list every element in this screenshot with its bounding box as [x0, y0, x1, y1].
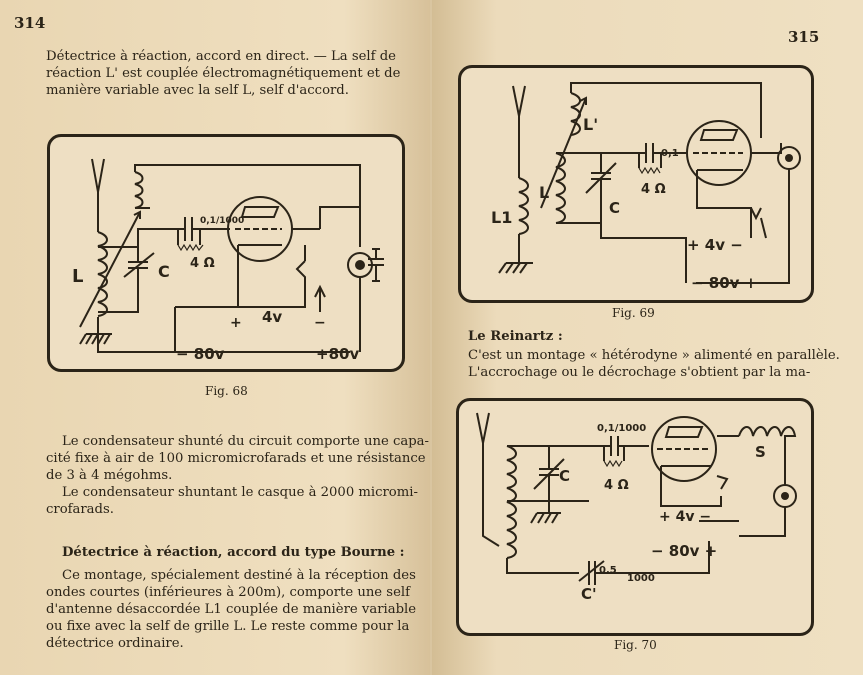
left-page: 314 Détectrice à réaction, accord en dir… [0, 0, 430, 675]
bourne-line-2: ondes courtes (inférieures à 200m), comp… [46, 585, 410, 600]
cond-line-1: Le condensateur shunté du circuit compor… [62, 434, 430, 449]
reinartz-heading: Le Reinartz : [468, 329, 563, 344]
fig69-caption: Fig. 69 [612, 306, 655, 320]
bourne-paragraph: Ce montage, spécialement destiné à la ré… [46, 567, 417, 652]
page-number-right: 315 [788, 28, 820, 46]
reinartz-paragraph: C'est un montage « hétérodyne » alimenté… [468, 347, 840, 381]
intro-line-3: manière variable avec la self L, self d'… [46, 83, 349, 98]
casque-paragraph: Le condensateur shuntant le casque à 200… [46, 484, 418, 518]
bourne-line-4: ou fixe avec la self de grille L. Le res… [46, 619, 410, 634]
fig68-circuit-diagram: L C 0,1/1000 4 Ω 4v + − − 80v +80v [47, 134, 405, 372]
bourne-line-5: détectrice ordinaire. [46, 636, 184, 651]
condensateur-paragraph: Le condensateur shunté du circuit compor… [46, 433, 430, 484]
reinartz-line-1: C'est un montage « hétérodyne » alimenté… [468, 348, 840, 363]
bourne-line-3: d'antenne désaccordée L1 couplée de mani… [46, 602, 417, 617]
intro-line-2: réaction L' est couplée électromagnétiqu… [46, 66, 401, 81]
fig69-circuit-diagram: L1 L L' C 0,1 4 Ω + 4v − − 80v + [458, 65, 814, 303]
fig70-circuit-diagram: C 0,1/1000 4 Ω S + 4v − − 80v + C' 0.5 1… [456, 398, 814, 636]
intro-line-1: Détectrice à réaction, accord en direct.… [46, 49, 396, 64]
page-number-left: 314 [14, 14, 46, 32]
casque-line-2: crofarads. [46, 502, 114, 517]
reinartz-line-2: L'accrochage ou le décrochage s'obtient … [468, 365, 811, 380]
right-page: 315 L1 L L' C [432, 0, 863, 675]
fig68-caption: Fig. 68 [205, 384, 248, 398]
fig70-caption: Fig. 70 [614, 638, 657, 652]
intro-paragraph: Détectrice à réaction, accord en direct.… [46, 48, 406, 99]
casque-line-1: Le condensateur shuntant le casque à 200… [62, 485, 418, 500]
bourne-heading: Détectrice à réaction, accord du type Bo… [62, 545, 405, 560]
bourne-line-1: Ce montage, spécialement destiné à la ré… [62, 568, 416, 583]
cond-line-3: de 3 à 4 mégohms. [46, 468, 173, 483]
cond-line-2: cité fixe à air de 100 micromicrofarads … [46, 451, 426, 466]
